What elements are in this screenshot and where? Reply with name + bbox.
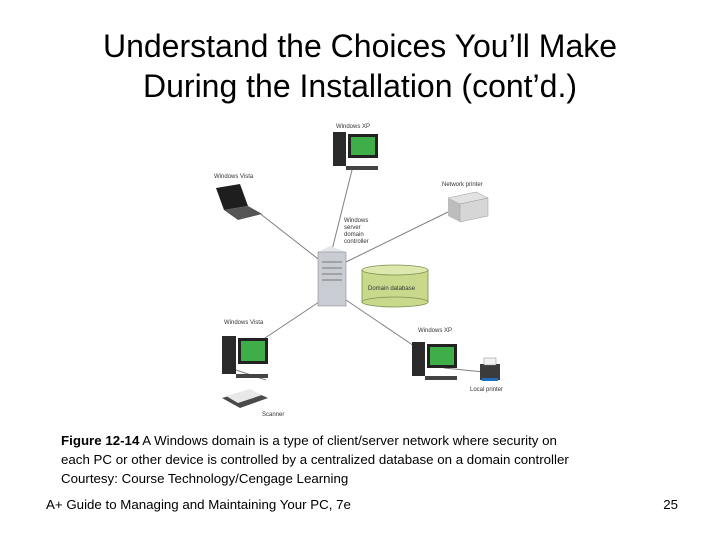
printer-side-icon [459,197,489,223]
label-vista-bottom: Windows Vista [224,320,264,326]
database-top [361,264,429,276]
printer-paper-icon [483,357,497,366]
domain-controller-server: Windows server domain controller [317,218,369,307]
connection-lines [235,169,485,381]
network-printer: Network printer [442,182,489,223]
link-vista-left [257,211,323,263]
windows-xp-top-computer: Windows XP [333,124,378,170]
windows-xp-bottom-computer: Windows XP [412,328,457,380]
caption-line-1-text: A Windows domain is a type of client/ser… [139,433,557,448]
label-vista-left: Windows Vista [214,174,254,180]
caption-line-3: Courtesy: Course Technology/Cengage Lear… [61,471,349,486]
label-domain-database: Domain database [368,286,416,292]
laptop-base-icon [224,206,262,220]
printer-tray-icon [482,378,498,381]
label-scanner: Scanner [262,412,284,418]
printer-body-icon [448,198,460,222]
link-xp-bottom [345,299,421,351]
caption-line-1: Figure 12-14 A Windows domain is a type … [61,431,701,450]
tower-icon [222,336,236,374]
label-server-line1: Windows [344,218,368,224]
figure-label: Figure 12-14 [61,433,140,448]
database-bottom [361,296,429,308]
keyboard-icon [236,374,268,378]
label-network-printer: Network printer [442,182,483,188]
label-xp-bottom: Windows XP [418,328,452,334]
server-body-icon [317,251,347,307]
monitor-screen [241,341,265,361]
tower-icon [333,132,346,166]
title-line-2: During the Installation (cont’d.) [143,68,577,104]
tower-icon [412,342,425,376]
link-xp-top [329,169,353,259]
link-local-printer [443,367,485,373]
footer-book-title: A+ Guide to Managing and Maintaining You… [46,497,351,512]
label-xp-top: Windows XP [336,124,370,130]
label-server-line4: controller [344,239,369,245]
label-local-printer: Local printer [470,387,503,393]
caption-line-2: each PC or other device is controlled by… [61,452,569,467]
figure-caption: Figure 12-14 A Windows domain is a type … [61,431,701,488]
monitor-screen [430,347,454,365]
windows-vista-bottom-computer: Windows Vista [222,320,268,378]
network-diagram: Windows XP Windows Vista Network printer… [214,124,503,418]
local-printer: Local printer [470,357,503,393]
printer-body-icon [480,364,500,380]
title-line-1: Understand the Choices You’ll Make [102,28,618,64]
link-vista-bottom [261,299,323,341]
keyboard-icon [425,376,457,380]
laptop-screen-icon [216,184,248,210]
scanner: Scanner [222,389,284,418]
label-server-line3: domain [344,232,364,238]
monitor-screen [351,137,375,155]
page-number: 25 [663,497,678,512]
keyboard-icon [346,166,378,170]
scanner-lid-icon [226,389,262,403]
slide-title: Understand the Choices You’ll Make Durin… [20,26,700,106]
windows-vista-laptop: Windows Vista [214,174,262,220]
label-server-line2: server [344,225,361,231]
domain-database: Domain database [361,264,429,308]
link-network-printer [345,211,449,263]
